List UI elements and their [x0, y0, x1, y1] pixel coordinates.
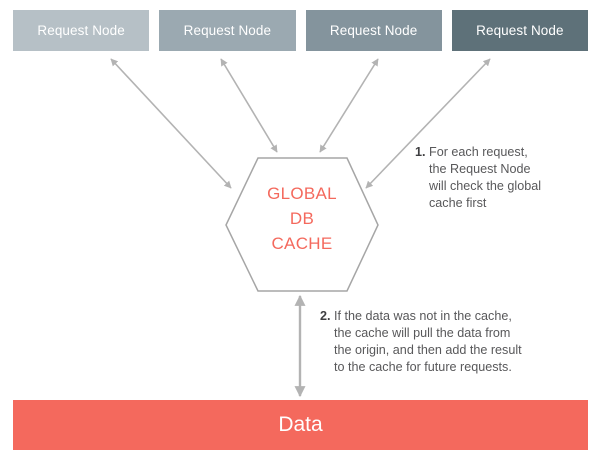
cache-label-line-1: GLOBAL [267, 184, 337, 203]
arrow-node-1-to-cache [110, 58, 232, 189]
annotation-2: 2.If the data was not in the cache, the c… [320, 308, 595, 376]
annotation-1-line-4: cache first [429, 196, 487, 210]
arrow-node-2-to-cache [220, 58, 278, 153]
annotation-1: 1.For each request, the Request Node will … [415, 144, 595, 212]
annotation-2-line-3: the origin, and then add the result [334, 343, 522, 357]
annotation-1-line-2: the Request Node [429, 162, 531, 176]
annotation-2-line-1: If the data was not in the cache, [334, 309, 512, 323]
cache-label-line-3: CACHE [271, 234, 333, 253]
global-db-cache-label: GLOBAL DB CACHE [226, 181, 378, 256]
request-node-3-label: Request Node [329, 23, 418, 38]
annotation-2-number: 2. [320, 309, 331, 323]
annotation-1-number: 1. [415, 145, 426, 159]
annotation-1-line-1: For each request, [429, 145, 528, 159]
data-store-bar[interactable]: Data [13, 400, 588, 450]
request-node-2-label: Request Node [183, 23, 272, 38]
request-node-row: Request Node Request Node Request Node R… [13, 10, 588, 51]
request-node-4-label: Request Node [476, 23, 564, 38]
request-node-1[interactable]: Request Node [13, 10, 150, 51]
request-node-1-label: Request Node [37, 23, 125, 38]
annotation-2-line-4: to the cache for future requests. [334, 360, 512, 374]
cache-label-line-2: DB [289, 209, 315, 228]
request-node-2[interactable]: Request Node [159, 10, 296, 51]
request-node-4[interactable]: Request Node [451, 10, 588, 51]
annotation-1-line-3: will check the global [429, 179, 542, 193]
annotation-1-text: For each request, the Request Node will ch… [429, 144, 541, 212]
data-store-label: Data [278, 413, 323, 436]
arrow-node-3-to-cache [319, 58, 379, 153]
request-node-3[interactable]: Request Node [305, 10, 442, 51]
annotation-2-line-2: the cache will pull the data from [334, 326, 511, 340]
annotation-2-text: If the data was not in the cache, the cac… [334, 308, 522, 376]
